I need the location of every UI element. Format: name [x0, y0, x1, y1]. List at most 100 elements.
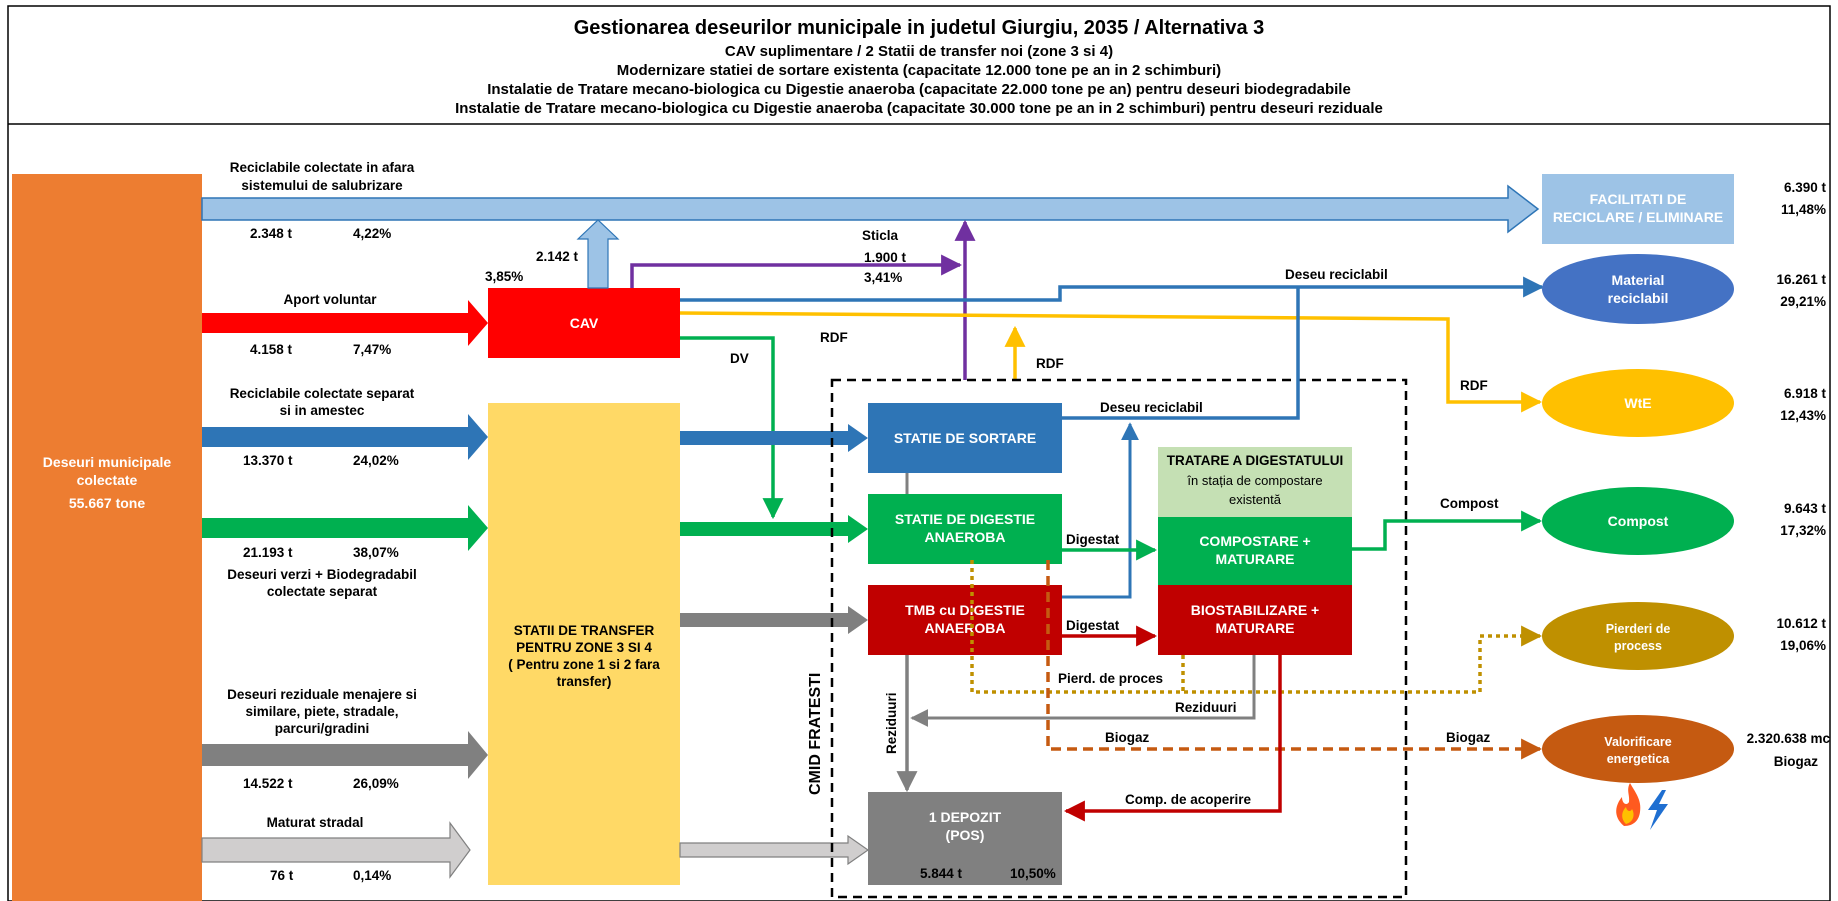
digestate-sub-1: în stația de compostare — [1186, 473, 1322, 488]
residual-label-3: parcuri/gradini — [275, 721, 370, 736]
arrow-cav-up — [576, 219, 620, 289]
green-tons: 21.193 t — [243, 545, 293, 560]
recyclables-label-1: Reciclabile colectate separat — [230, 386, 415, 401]
source-block — [12, 174, 202, 901]
composting-box — [1158, 517, 1352, 585]
digestion-label-2: ANAEROBA — [925, 529, 1006, 545]
depot-pct: 10,50% — [1010, 866, 1056, 881]
transfer-station-box — [488, 403, 680, 885]
residual-tons: 14.522 t — [243, 776, 293, 791]
rdf-right-label: RDF — [1460, 378, 1488, 393]
biostabilization-box — [1158, 585, 1352, 655]
wte-tons: 6.918 t — [1784, 386, 1827, 401]
cmid-label: CMID FRATESTI — [807, 673, 824, 795]
green-pct: 38,07% — [353, 545, 399, 560]
green-label-2: colectate separat — [267, 584, 378, 599]
valorificare-unit: Biogaz — [1774, 754, 1819, 769]
line-cav-recyclable — [680, 276, 1545, 302]
header-line-2: Modernizare statiei de sortare existenta… — [617, 62, 1221, 79]
outer-frame — [7, 5, 1831, 901]
reziduuri-label: Reziduuri — [1175, 700, 1237, 715]
green-label-1: Deseuri verzi + Biodegradabil — [227, 567, 416, 582]
digestate-sub-2: existentă — [1229, 492, 1282, 507]
line-compost — [1352, 510, 1543, 551]
valorificare-line-1: Valorificare — [1604, 735, 1671, 749]
transfer-line-4: transfer) — [557, 674, 612, 689]
rdf-top-label: RDF — [820, 330, 848, 345]
pierderi-line-2: process — [1614, 639, 1662, 653]
depot-box — [868, 792, 1062, 885]
residual-label-1: Deseuri reziduale menajere si — [227, 687, 417, 702]
header-line-1: CAV suplimentare / 2 Statii de transfer … — [725, 43, 1113, 60]
transfer-line-1: STATII DE TRANSFER — [514, 623, 655, 638]
tmb-box — [868, 585, 1062, 655]
pierderi-tons: 10.612 t — [1776, 616, 1826, 631]
line-reziduuri — [910, 655, 1256, 727]
sticla-label: Sticla — [862, 228, 899, 243]
source-label-1: Deseuri municipale — [43, 454, 172, 470]
composting-label-2: MATURARE — [1215, 551, 1294, 567]
arrow-recyclables — [202, 414, 488, 460]
aport-pct: 7,47% — [353, 342, 391, 357]
arrow-outside-system — [201, 184, 1540, 234]
digestate-title: TRATARE A DIGESTATULUI — [1167, 453, 1343, 468]
bio-label-2: MATURARE — [1215, 620, 1294, 636]
outside-tons: 2.348 t — [250, 226, 293, 241]
arrow-street-sweep — [201, 821, 471, 879]
depot-label-1: 1 DEPOZIT — [929, 809, 1002, 825]
deseu-reciclabil-top: Deseu reciclabil — [1285, 267, 1388, 282]
header-line-3: Instalatie de Tratare mecano-biologica c… — [487, 81, 1351, 98]
pierderi-ellipse — [1542, 602, 1734, 670]
pierderi-line-1: Pierderi de — [1606, 622, 1671, 636]
line-sorting-recyclable — [1062, 287, 1300, 420]
line-tmb-recyclable — [1062, 422, 1139, 599]
composting-label-1: COMPOSTARE + — [1199, 533, 1310, 549]
arrow-green-waste — [202, 505, 488, 551]
aport-label: Aport voluntar — [284, 292, 378, 307]
sticla-tons: 1.900 t — [864, 250, 907, 265]
valorificare-amount: 2.320.638 mc — [1747, 731, 1831, 746]
compost-label: Compost — [1608, 513, 1669, 529]
line-sticla — [630, 254, 963, 288]
sorting-station-box — [868, 403, 1062, 473]
material-tons: 16.261 t — [1776, 272, 1826, 287]
compost-tons: 9.643 t — [1784, 501, 1827, 516]
valorificare-line-2: energetica — [1607, 752, 1671, 766]
fire-icon — [1616, 783, 1641, 826]
transfer-line-3: ( Pentru zone 1 si 2 fara — [508, 657, 660, 672]
compost-flow-label: Compost — [1440, 496, 1499, 511]
material-line-2: reciclabil — [1608, 290, 1669, 306]
depot-label-2: (POS) — [946, 827, 985, 843]
residual-pct: 26,09% — [353, 776, 399, 791]
reziduuri-vertical: Reziduuri — [884, 692, 899, 754]
pierderi-pct: 19,06% — [1780, 638, 1826, 653]
cav-up-tons: 2.142 t — [536, 249, 579, 264]
biogaz-mid-label: Biogaz — [1105, 730, 1150, 745]
transfer-line-2: PENTRU ZONE 3 SI 4 — [516, 640, 652, 655]
dv-label: DV — [730, 351, 749, 366]
arrow-transfer-sorting — [680, 424, 868, 452]
cav-box — [488, 288, 680, 358]
wte-ellipse — [1542, 369, 1734, 437]
arrow-residual — [202, 731, 488, 779]
street-label: Maturat stradal — [267, 815, 364, 830]
material-line-1: Material — [1612, 272, 1665, 288]
digestat-label-1: Digestat — [1066, 532, 1120, 547]
cmid-boundary — [830, 378, 1408, 899]
header-title: Gestionarea deseurilor municipale in jud… — [574, 17, 1265, 39]
line-cav-dv — [680, 336, 784, 520]
depot-tons: 5.844 t — [920, 866, 963, 881]
wte-pct: 12,43% — [1780, 408, 1826, 423]
material-reciclabil-ellipse — [1542, 254, 1734, 324]
arrow-transfer-depot — [679, 834, 870, 866]
residual-label-2: similare, piete, stradale, — [245, 704, 398, 719]
cav-label: CAV — [570, 315, 599, 331]
rdf-mid-label: RDF — [1036, 356, 1064, 371]
digestat-label-2: Digestat — [1066, 618, 1120, 633]
source-total: 55.667 tone — [69, 495, 145, 511]
sticla-pct: 3,41% — [864, 270, 902, 285]
biogaz-right-label: Biogaz — [1446, 730, 1491, 745]
arrow-transfer-digestion — [680, 515, 868, 543]
recyclables-label-2: si in amestec — [280, 403, 365, 418]
